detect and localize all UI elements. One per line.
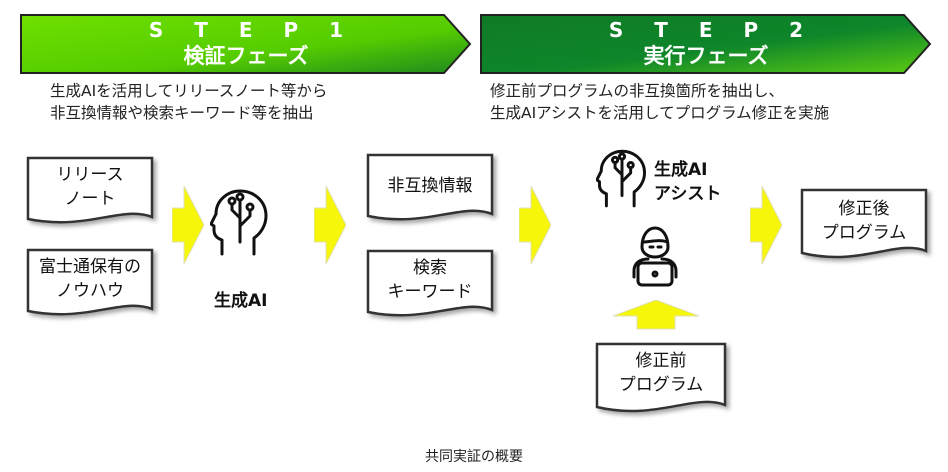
step2-description: 修正前プログラムの非互換箇所を抽出し、 生成AIアシストを活用してプログラム修正… [490, 80, 829, 124]
flow-arrow-right [518, 185, 552, 268]
arrow-up-icon [612, 299, 700, 330]
search-keywords-doc: 検索 キーワード [366, 249, 494, 322]
ai-head-icon [209, 188, 270, 262]
ai-assist-label: 生成AI アシスト [654, 158, 721, 206]
step2-description-line: 生成AIアシストを活用してプログラム修正を実施 [490, 104, 830, 122]
incompatibility-info-doc: 非互換情報 [366, 153, 494, 226]
doc-text-line: 富士通保有の [39, 257, 141, 277]
flow-arrow-right [313, 185, 347, 268]
person-laptop-icon [626, 225, 684, 293]
document-shape [26, 248, 154, 316]
generative-ai-label: 生成AI [214, 291, 268, 311]
step1-chevron-shape [20, 14, 472, 74]
step2-banner: S T E P 2 実行フェーズ [480, 14, 932, 74]
program-before-doc: 修正前 プログラム [595, 342, 727, 419]
step2-phase: 実行フェーズ [643, 44, 769, 68]
ai-assist-label-line: アシスト [654, 184, 722, 204]
step1-label: S T E P 1 [148, 18, 356, 42]
doc-text-line: キーワード [387, 282, 473, 302]
step2-label: S T E P 2 [608, 18, 816, 42]
step2-description-line: 修正前プログラムの非互換箇所を抽出し、 [490, 82, 785, 100]
program-after-doc: 修正後 プログラム [800, 188, 928, 265]
release-note-doc: リリース ノート [26, 156, 154, 229]
document-shape [366, 153, 494, 221]
flow-arrow-up [612, 299, 700, 334]
document-shape [26, 156, 154, 224]
doc-text-line: 修正後 [838, 199, 890, 219]
ai-assist-label-line: 生成AI [654, 160, 708, 180]
figure-caption: 共同実証の概要 [425, 449, 523, 465]
document-shape [800, 188, 928, 259]
step1-description-line: 非互換情報や検索キーワード等を抽出 [50, 104, 314, 122]
arrow-right-icon [313, 185, 347, 265]
document-shape [595, 342, 727, 413]
doc-text-line: 検索 [413, 258, 447, 278]
step1-description: 生成AIを活用してリリースノート等から 非互換情報や検索キーワード等を抽出 [50, 80, 327, 124]
document-shape [366, 249, 494, 317]
ai-head-icon [595, 148, 648, 214]
arrow-right-icon [749, 185, 783, 265]
doc-text-line: プログラム [821, 223, 907, 243]
step1-phase: 検証フェーズ [183, 44, 309, 68]
doc-text-line: リリース [56, 165, 124, 185]
flow-arrow-right [171, 185, 205, 268]
arrow-right-icon [171, 185, 205, 265]
flow-arrow-right [749, 185, 783, 268]
step2-chevron-shape [480, 14, 932, 74]
fujitsu-knowhow-doc: 富士通保有の ノウハウ [26, 248, 154, 321]
doc-text-line: ノート [64, 189, 116, 209]
doc-text-line: 修正前 [635, 351, 687, 371]
step1-banner: S T E P 1 検証フェーズ [20, 14, 472, 74]
doc-text-line: ノウハウ [56, 281, 124, 301]
step1-description-line: 生成AIを活用してリリースノート等から [50, 82, 328, 100]
doc-text-line: プログラム [618, 375, 704, 395]
arrow-right-icon [518, 185, 552, 265]
doc-text-line: 非互換情報 [387, 176, 473, 196]
